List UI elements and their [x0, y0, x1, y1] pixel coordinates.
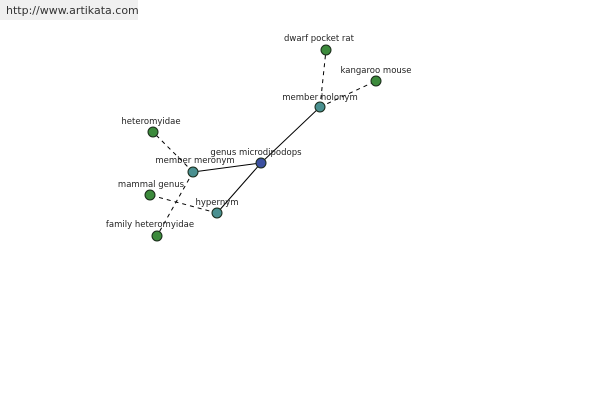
edge-center-meronym [192, 162, 262, 173]
nodes-layer [144, 44, 382, 242]
label-meronym: member meronym [155, 156, 234, 166]
label-hypernym: hypernym [195, 198, 238, 208]
node-meronym[interactable] [187, 166, 199, 178]
node-hetero[interactable] [147, 126, 159, 138]
node-dwarf[interactable] [320, 44, 332, 56]
label-center: genus microdipodops [210, 148, 302, 158]
node-family[interactable] [151, 230, 163, 242]
node-center[interactable] [255, 157, 267, 169]
node-mammal[interactable] [144, 189, 156, 201]
edge-hypernym-mammal [149, 194, 218, 214]
edge-holonym-kangaroo [319, 80, 377, 108]
node-hypernym[interactable] [211, 207, 223, 219]
label-kangaroo: kangaroo mouse [341, 66, 412, 76]
label-family: family heteromyidae [106, 220, 194, 230]
label-dwarf: dwarf pocket rat [284, 34, 355, 44]
node-holonym[interactable] [314, 101, 326, 113]
labels-layer: genus microdipodops member holonym member … [106, 34, 412, 230]
edge-holonym-dwarf [319, 49, 327, 108]
label-hetero: heteromyidae [121, 117, 180, 127]
edge-meronym-hetero [152, 131, 194, 173]
edges-layer [149, 49, 377, 237]
label-mammal: mammal genus [118, 180, 185, 190]
watermark-url: http://www.artikata.com [0, 0, 139, 20]
edge-center-hypernym [216, 162, 262, 214]
label-holonym: member holonym [282, 93, 357, 103]
node-kangaroo[interactable] [370, 75, 382, 87]
edge-center-holonym [260, 106, 321, 164]
